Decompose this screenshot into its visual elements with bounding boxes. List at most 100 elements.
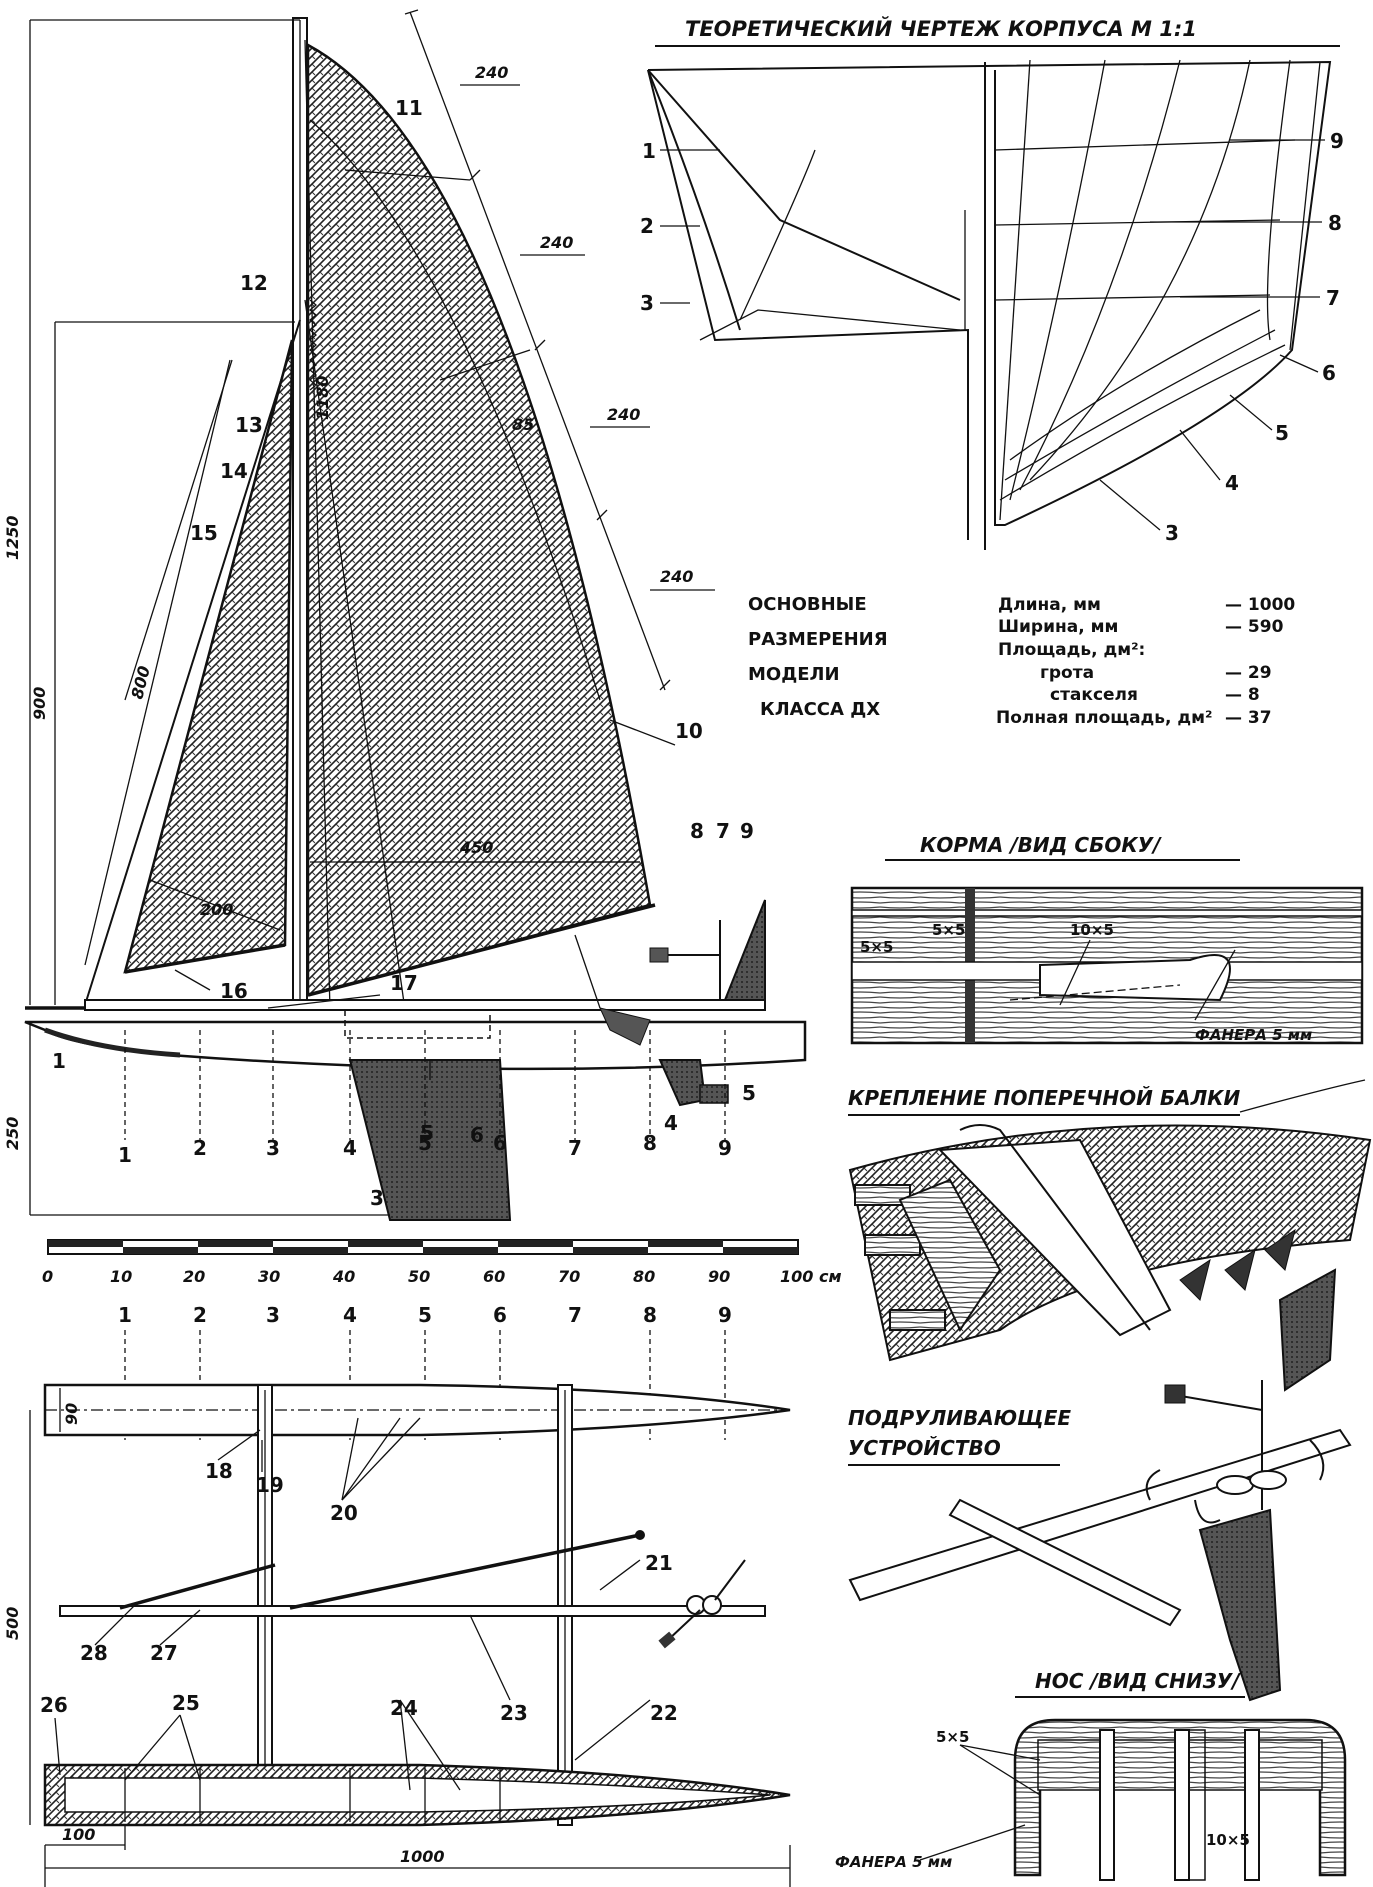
side-callouts: 1 3 4 5 5 6 8 10 11 12 13 14 15 16 17 7 … bbox=[52, 96, 756, 1210]
svg-text:3: 3 bbox=[640, 291, 654, 315]
svg-text:70: 70 bbox=[558, 1267, 580, 1286]
plan-width-dim: 500 bbox=[3, 1607, 22, 1640]
svg-text:0: 0 bbox=[42, 1267, 53, 1286]
body-plan-drawing: ТЕОРЕТИЧЕСКИЙ ЧЕРТЕЖ КОРПУСА М 1:1 1 2 3 bbox=[640, 16, 1344, 550]
svg-text:— 590: — 590 bbox=[1225, 617, 1284, 637]
svg-text:40: 40 bbox=[332, 1267, 355, 1286]
svg-text:5: 5 bbox=[1275, 421, 1289, 445]
svg-text:ОСНОВНЫЕ: ОСНОВНЫЕ bbox=[748, 594, 867, 615]
stern-detail: КОРМА /ВИД СБОКУ/ 5×5 10×5 5×5 ФАНЕРА 5 … bbox=[850, 833, 1364, 1045]
svg-text:8: 8 bbox=[1328, 211, 1342, 235]
jib-foot-dim: 200 bbox=[200, 900, 233, 919]
svg-text:18: 18 bbox=[205, 1459, 233, 1483]
svg-text:6: 6 bbox=[493, 1131, 507, 1155]
svg-text:240: 240 bbox=[475, 63, 508, 82]
svg-text:22: 22 bbox=[650, 1701, 678, 1725]
svg-text:7: 7 bbox=[1326, 286, 1340, 310]
svg-text:60: 60 bbox=[483, 1267, 505, 1286]
svg-text:7: 7 bbox=[716, 819, 730, 843]
svg-text:ФАНЕРА 5 мм: ФАНЕРА 5 мм bbox=[1195, 1026, 1312, 1044]
body-plan-labels-right: 9 8 7 6 5 4 3 bbox=[1099, 129, 1344, 545]
svg-text:4: 4 bbox=[343, 1136, 357, 1160]
middle-spar bbox=[59, 1605, 766, 1617]
hull-length-dim: 1000 bbox=[400, 1847, 445, 1866]
svg-text:9: 9 bbox=[1330, 129, 1344, 153]
svg-text:4: 4 bbox=[1225, 471, 1239, 495]
svg-text:100 см: 100 см bbox=[780, 1267, 842, 1286]
svg-text:1: 1 bbox=[118, 1303, 132, 1327]
steering-title-2: УСТРОЙСТВО bbox=[848, 1436, 1001, 1460]
svg-text:4: 4 bbox=[343, 1303, 357, 1327]
svg-text:4: 4 bbox=[664, 1111, 678, 1135]
keel bbox=[348, 1059, 512, 1221]
svg-text:10: 10 bbox=[675, 719, 703, 743]
svg-text:11: 11 bbox=[395, 96, 423, 120]
svg-text:5: 5 bbox=[418, 1131, 432, 1155]
body-plan-title: ТЕОРЕТИЧЕСКИЙ ЧЕРТЕЖ КОРПУСА М 1:1 bbox=[685, 16, 1197, 41]
svg-text:8: 8 bbox=[690, 819, 704, 843]
svg-text:24: 24 bbox=[390, 1696, 418, 1720]
svg-text:28: 28 bbox=[80, 1641, 108, 1665]
scale-bar: 0 10 20 30 40 50 60 70 80 90 100 см bbox=[42, 1239, 842, 1286]
svg-text:МОДЕЛИ: МОДЕЛИ bbox=[748, 664, 840, 685]
svg-text:3: 3 bbox=[266, 1303, 280, 1327]
body-plan-labels-left: 1 2 3 bbox=[640, 139, 720, 315]
svg-text:8: 8 bbox=[643, 1303, 657, 1327]
main-sail bbox=[306, 42, 652, 997]
svg-text:27: 27 bbox=[150, 1641, 178, 1665]
svg-text:7: 7 bbox=[568, 1136, 582, 1160]
batten-dim: 85 bbox=[512, 415, 534, 434]
svg-text:10×5: 10×5 bbox=[1070, 921, 1114, 939]
svg-text:7: 7 bbox=[568, 1303, 582, 1327]
svg-text:грота: грота bbox=[1040, 663, 1094, 683]
svg-text:240: 240 bbox=[540, 233, 573, 252]
svg-text:5: 5 bbox=[418, 1303, 432, 1327]
svg-text:9: 9 bbox=[718, 1136, 732, 1160]
svg-text:6: 6 bbox=[470, 1123, 484, 1147]
svg-text:стакселя: стакселя bbox=[1050, 685, 1138, 705]
svg-text:12: 12 bbox=[240, 271, 268, 295]
svg-text:90: 90 bbox=[708, 1267, 730, 1286]
svg-text:3: 3 bbox=[370, 1186, 384, 1210]
svg-text:10: 10 bbox=[110, 1267, 132, 1286]
svg-text:1: 1 bbox=[52, 1049, 66, 1073]
svg-text:240: 240 bbox=[660, 567, 693, 586]
svg-text:25: 25 bbox=[172, 1691, 200, 1715]
svg-text:20: 20 bbox=[330, 1501, 358, 1525]
bow-title: НОС /ВИД СНИЗУ/ bbox=[1035, 1669, 1241, 1693]
svg-text:Ширина, мм: Ширина, мм bbox=[998, 617, 1118, 637]
svg-text:5: 5 bbox=[742, 1081, 756, 1105]
svg-text:80: 80 bbox=[633, 1267, 655, 1286]
svg-text:13: 13 bbox=[235, 413, 263, 437]
svg-text:9: 9 bbox=[740, 819, 754, 843]
hull-beam-dim: 90 bbox=[62, 1403, 81, 1425]
side-view-drawing: 240 240 240 240 85 1180 450 200 800 1250… bbox=[3, 9, 807, 1221]
svg-text:10×5: 10×5 bbox=[1206, 1831, 1250, 1849]
overall-height-dim: 1250 bbox=[3, 515, 22, 560]
svg-text:2: 2 bbox=[640, 214, 654, 238]
mast-height-dim: 1180 bbox=[313, 375, 332, 420]
svg-text:3: 3 bbox=[266, 1136, 280, 1160]
hull-depth-dim: 250 bbox=[3, 1117, 22, 1150]
svg-text:КЛАССА ДХ: КЛАССА ДХ bbox=[760, 699, 880, 720]
side-stations: 1 2 3 4 5 6 7 8 9 bbox=[118, 1030, 732, 1167]
svg-text:— 1000: — 1000 bbox=[1225, 595, 1295, 615]
plan-view-drawing: 1 2 3 4 5 6 7 8 9 90 bbox=[3, 1303, 791, 1887]
svg-text:19: 19 bbox=[256, 1473, 284, 1497]
svg-text:26: 26 bbox=[40, 1693, 68, 1717]
svg-text:5×5: 5×5 bbox=[936, 1728, 969, 1746]
bow-detail: НОС /ВИД СНИЗУ/ 5×5 10×5 ФАНЕРА 5 мм bbox=[835, 1669, 1347, 1881]
beam-mount-detail: КРЕПЛЕНИЕ ПОПЕРЕЧНОЙ БАЛКИ bbox=[848, 1079, 1372, 1362]
svg-text:6: 6 bbox=[1322, 361, 1336, 385]
svg-text:— 8: — 8 bbox=[1225, 685, 1260, 705]
svg-text:3: 3 bbox=[1165, 521, 1179, 545]
svg-text:8: 8 bbox=[643, 1131, 657, 1155]
svg-text:9: 9 bbox=[718, 1303, 732, 1327]
boom-height-dim: 900 bbox=[30, 687, 49, 720]
steering-device-detail: ПОДРУЛИВАЮЩЕЕ УСТРОЙСТВО bbox=[848, 1268, 1352, 1702]
svg-text:— 37: — 37 bbox=[1225, 708, 1272, 728]
svg-text:1: 1 bbox=[118, 1143, 132, 1167]
steering-title-1: ПОДРУЛИВАЮЩЕЕ bbox=[848, 1406, 1071, 1430]
svg-text:5: 5 bbox=[420, 1121, 434, 1145]
